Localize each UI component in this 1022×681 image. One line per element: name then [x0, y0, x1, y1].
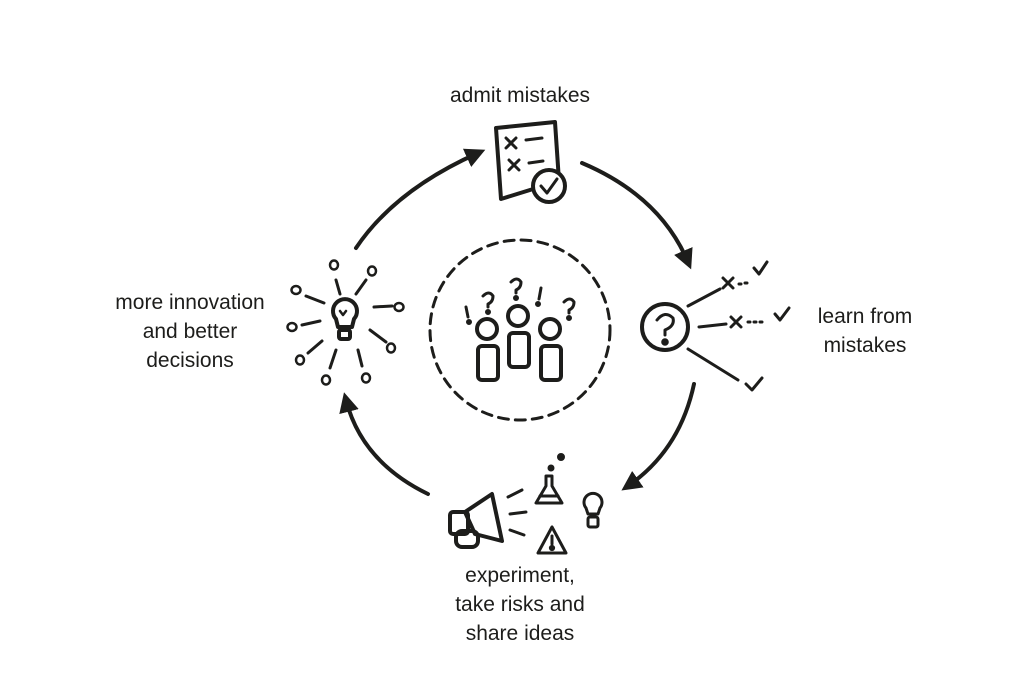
label-line: mistakes: [823, 334, 907, 357]
label-line: take risks and: [455, 593, 585, 616]
label-line: share ideas: [465, 622, 575, 645]
label-line: admit mistakes: [449, 84, 591, 107]
label-learn-from-mistakes: learn from mistakes: [800, 302, 930, 360]
question-icon: [640, 260, 791, 392]
lightbulb-icon: [286, 259, 405, 386]
warning-icon: [536, 525, 568, 555]
question-marks: [464, 277, 576, 325]
outcome-path-2: [697, 306, 791, 329]
team-questions-icon: [428, 238, 612, 422]
person-right: [538, 317, 563, 382]
outcome-path-1: [686, 260, 769, 308]
label-experiment: experiment, take risks and share ideas: [420, 561, 620, 648]
center-dashed-circle: [428, 238, 612, 422]
check-badge-icon: [531, 168, 567, 204]
cycle-arrow-left-to-top: [354, 148, 486, 250]
outcome-path-3: [686, 347, 764, 392]
idea-dots: [286, 259, 405, 386]
label-admit-mistakes: admit mistakes: [420, 81, 620, 110]
person-middle: [506, 304, 531, 369]
checklist-icon: [494, 120, 567, 204]
label-line: experiment,: [465, 564, 575, 587]
label-line: decisions: [146, 349, 234, 372]
cycle-arrow-bottom-to-left: [339, 392, 430, 496]
idea-rays: [300, 278, 394, 370]
megaphone-icon: [448, 488, 528, 549]
label-line: and better: [142, 320, 238, 343]
label-line: learn from: [817, 305, 913, 328]
small-lightbulb-icon: [582, 491, 604, 529]
person-left: [475, 317, 500, 382]
flask-icon: [534, 453, 565, 505]
cycle-arrow-right-to-bottom: [621, 382, 696, 491]
cycle-arrow-top-to-right: [580, 161, 693, 270]
label-line: more innovation: [115, 291, 265, 314]
label-more-innovation: more innovation and better decisions: [100, 288, 280, 375]
